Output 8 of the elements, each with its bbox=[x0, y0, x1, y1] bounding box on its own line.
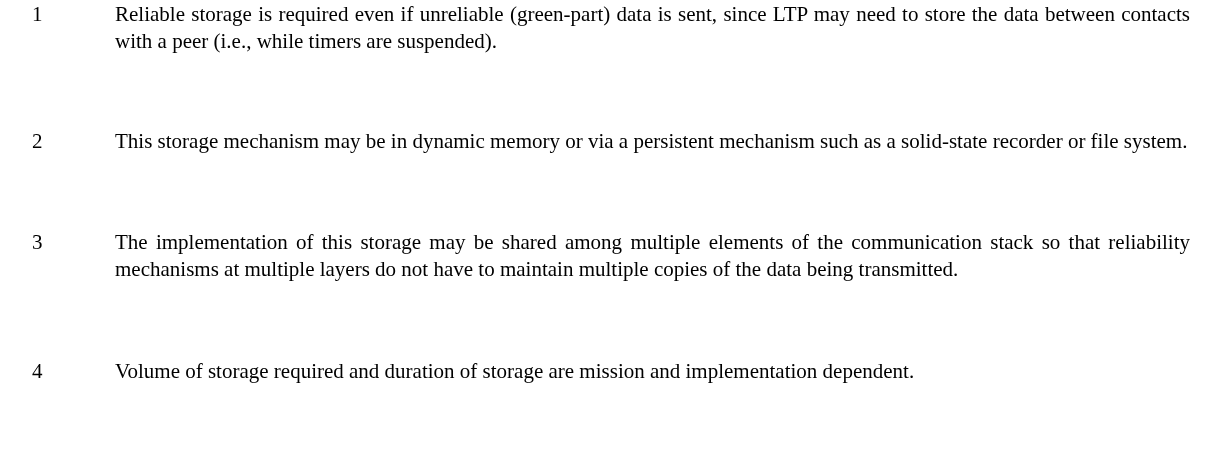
note-number: 3 bbox=[32, 229, 43, 256]
note-text: Reliable storage is required even if unreliable (green-part) data is sent, since LTP may need to store the data between contacts with a peer (i.e., while timers are suspended). bbox=[115, 1, 1190, 55]
note-number: 4 bbox=[32, 358, 43, 385]
note-text: The implementation of this storage may be shared among multiple elements of the communication stack so that reliability mechanisms at multiple layers do not have to maintain multiple copies of the data being transmitted. bbox=[115, 229, 1190, 283]
note-text: This storage mechanism may be in dynamic memory or via a persistent mechanism such as a solid-state recorder or file system. bbox=[115, 128, 1189, 155]
note-text: Volume of storage required and duration of storage are mission and implementation dependent. bbox=[115, 358, 916, 385]
note-number: 2 bbox=[32, 128, 43, 155]
note-number: 1 bbox=[32, 1, 43, 28]
